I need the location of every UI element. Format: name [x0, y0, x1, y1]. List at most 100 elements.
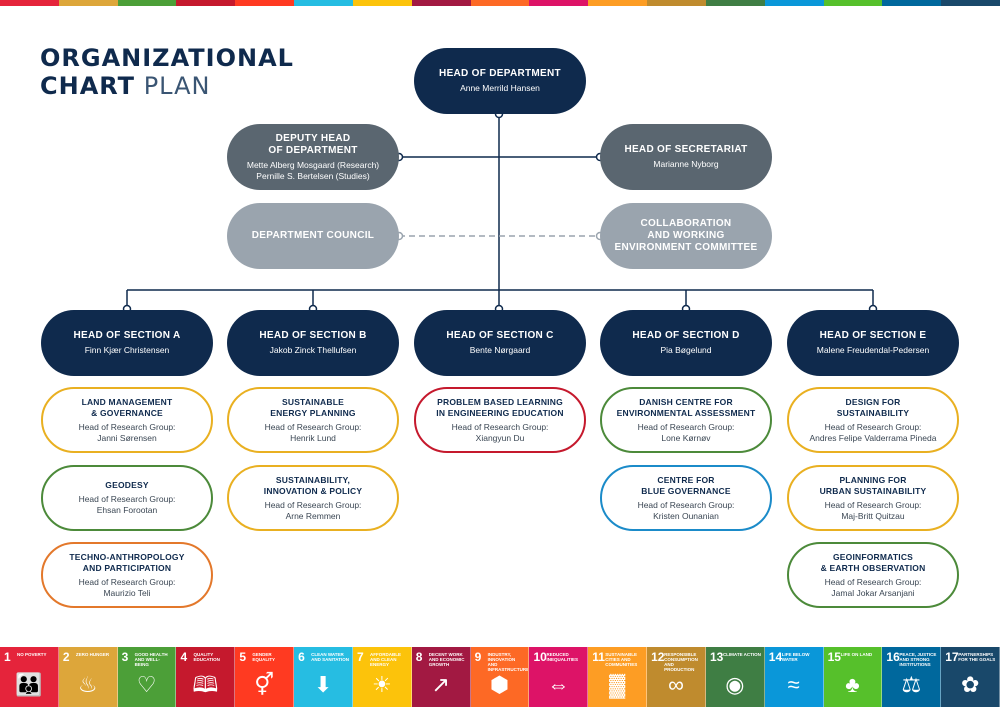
group-head: Head of Research Group: Xiangyun Du: [451, 421, 549, 443]
node-name: Anne Merrild Hansen: [460, 83, 540, 93]
sdg-label: GENDER EQUALITY: [252, 652, 276, 662]
stripe-segment: [882, 0, 942, 6]
section-title: HEAD OF SECTION C: [446, 330, 554, 341]
sdg-number: 11: [592, 650, 605, 664]
sdg-number: 14: [768, 650, 783, 664]
sdg-label: RESPONSIBLE CONSUMPTION AND PRODUCTION: [664, 652, 698, 672]
stripe-segment: [941, 0, 1000, 6]
water-icon: ⬇: [313, 672, 333, 697]
sdg-number: 1: [4, 650, 11, 664]
sdg-label: ZERO HUNGER: [75, 652, 110, 657]
research-group-geodesy: GEODESY Head of Research Group: Ehsan Fo…: [41, 465, 213, 531]
section-head-name: Bente Nørgaard: [469, 345, 531, 355]
sdg-label: PARTNERSHIPS FOR THE GOALS: [958, 652, 996, 662]
cubes-icon: ⬢: [489, 672, 510, 697]
research-group-techno-anthropology: TECHNO-ANTHROPOLOGY AND PARTICIPATION He…: [41, 542, 213, 608]
head-of-section-b: HEAD OF SECTION B Jakob Zinck Thellufsen: [227, 310, 399, 376]
sdg-color-stripe: [0, 0, 1000, 6]
sdg-number: 12: [651, 650, 665, 664]
stripe-segment: [705, 0, 765, 6]
book-icon: 🕮: [192, 672, 219, 697]
section-head-name: Malene Freudendal-Pedersen: [816, 345, 930, 355]
title-line-1: ORGANIZATIONAL: [40, 44, 294, 72]
sdg-tile: 6 CLEAN WATER AND SANITATION ⬇: [294, 647, 353, 707]
group-title: DESIGN FOR SUSTAINABILITY: [836, 396, 910, 418]
sdg-tile: 1 NO POVERTY 👪: [0, 647, 59, 707]
research-group-pbl: PROBLEM BASED LEARNING IN ENGINEERING ED…: [414, 387, 586, 453]
research-group-dce: DANISH CENTRE FOR ENVIRONMENTAL ASSESSME…: [600, 387, 772, 453]
stripe-segment: [176, 0, 236, 6]
city-icon: ▓: [609, 672, 626, 697]
node-title: COLLABORATION AND WORKING ENVIRONMENT CO…: [614, 218, 758, 253]
sdg-number: 2: [62, 650, 70, 664]
section-title: HEAD OF SECTION A: [73, 330, 181, 341]
sdg-number: 6: [298, 650, 305, 664]
stripe-segment: [294, 0, 353, 6]
group-head: Head of Research Group: Henrik Lund: [264, 421, 362, 443]
head-of-department: HEAD OF DEPARTMENT Anne Merrild Hansen: [414, 48, 586, 114]
sdg-label: NO POVERTY: [17, 652, 47, 657]
stripe-segment: [823, 0, 883, 6]
sdg-tile: 7 AFFORDABLE AND CLEAN ENERGY ☀: [352, 647, 412, 707]
node-title: HEAD OF DEPARTMENT: [439, 68, 561, 79]
sdg-number: 3: [121, 650, 129, 664]
group-head: Head of Research Group: Maj-Britt Quitza…: [824, 499, 922, 521]
group-head: Head of Research Group: Ehsan Forootan: [78, 494, 176, 515]
sdg-label: LIFE BELOW WATER: [781, 652, 810, 662]
sdg-label: LIFE ON LAND: [840, 652, 873, 657]
sdg-label: CLEAN WATER AND SANITATION: [311, 652, 349, 662]
node-title: DEPUTY HEAD OF DEPARTMENT: [268, 132, 358, 156]
stripe-segment: [411, 0, 471, 6]
sdg-number: 8: [415, 650, 423, 664]
group-title: GEODESY: [105, 480, 149, 490]
node-title: DEPARTMENT COUNCIL: [251, 230, 375, 241]
stripe-segment: [58, 0, 118, 6]
head-of-section-c: HEAD OF SECTION C Bente Nørgaard: [414, 310, 586, 376]
group-head: Head of Research Group: Andres Felipe Va…: [809, 421, 937, 443]
sdg-number: 13: [709, 650, 724, 664]
tree-icon: ♣: [845, 672, 860, 697]
sdg-number: 7: [356, 650, 364, 664]
sdg-number: 10: [533, 650, 547, 664]
stripe-segment: [470, 0, 530, 6]
sun-icon: ☀: [372, 672, 392, 697]
sdg-label: PEACE, JUSTICE AND STRONG INSTITUTIONS: [899, 652, 937, 667]
equal-icon: ⇔: [547, 672, 570, 697]
group-title: PLANNING FOR URBAN SUSTAINABILITY: [819, 474, 927, 496]
group-title: PROBLEM BASED LEARNING IN ENGINEERING ED…: [436, 396, 564, 418]
stripe-segment: [647, 0, 706, 6]
section-title: HEAD OF SECTION D: [632, 330, 740, 341]
stripe-segment: [764, 0, 824, 6]
sdg-label: AFFORDABLE AND CLEAN ENERGY: [369, 652, 401, 667]
sdg-label: GOOD HEALTH AND WELL-BEING: [134, 652, 168, 667]
dove-icon: ⚖: [901, 672, 922, 697]
group-head: Head of Research Group: Jamal Jokar Arsa…: [824, 576, 922, 598]
sdg-number: 17: [945, 650, 959, 664]
group-title: SUSTAINABILITY, INNOVATION & POLICY: [263, 474, 363, 496]
sdg-label: INDUSTRY, INNOVATION AND INFRASTRUCTURE: [487, 652, 530, 672]
group-head: Head of Research Group: Lone Kørnøv: [637, 421, 735, 443]
title-light-word: PLAN: [143, 72, 211, 100]
group-title: CENTRE FOR BLUE GOVERNANCE: [641, 474, 731, 496]
stripe-segment: [529, 0, 589, 6]
group-head: Head of Research Group: Arne Remmen: [264, 499, 362, 521]
stripe-segment: [0, 0, 59, 6]
research-group-energy-planning: SUSTAINABLE ENERGY PLANNING Head of Rese…: [227, 387, 399, 453]
group-title: GEOINFORMATICS & EARTH OBSERVATION: [820, 551, 926, 573]
head-of-secretariat: HEAD OF SECRETARIAT Marianne Nyborg: [600, 124, 772, 190]
stripe-segment: [588, 0, 648, 6]
people-icon: 👪: [15, 672, 43, 697]
group-title: DANISH CENTRE FOR ENVIRONMENTAL ASSESSME…: [616, 396, 756, 418]
fish-icon: ≈: [787, 672, 800, 697]
head-of-section-d: HEAD OF SECTION D Pia Bøgelund: [600, 310, 772, 376]
title-bold-word: CHART: [40, 72, 136, 100]
